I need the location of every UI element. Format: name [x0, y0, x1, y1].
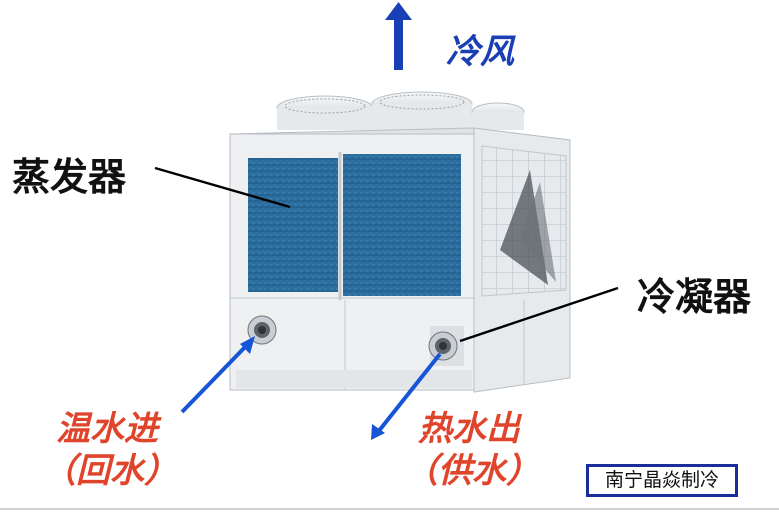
evaporator-label: 蒸发器: [12, 155, 127, 199]
up-arrow-icon: [385, 2, 412, 70]
water-out-label: 热水出: [418, 409, 520, 449]
cabinet-side: [428, 127, 571, 393]
condenser-label: 冷凝器: [637, 275, 752, 319]
water-in-label: 温水进: [56, 409, 158, 449]
fan-housings: [276, 91, 525, 130]
water-in-sublabel: （回水）: [42, 451, 178, 491]
company-watermark: 南宁晶焱制冷: [586, 464, 738, 497]
water-inlet-flange: [247, 315, 277, 345]
evaporator-coil-left: [248, 158, 338, 292]
cold-air-label: 冷风: [446, 32, 514, 72]
outlet-arrow-icon: [371, 352, 442, 440]
condenser-leader-line: [459, 286, 619, 343]
inlet-arrow-icon: [180, 336, 255, 414]
evaporator-leader-line: [154, 166, 291, 209]
water-out-sublabel: （供水）: [404, 451, 540, 491]
evaporator-coil-right: [343, 154, 461, 296]
